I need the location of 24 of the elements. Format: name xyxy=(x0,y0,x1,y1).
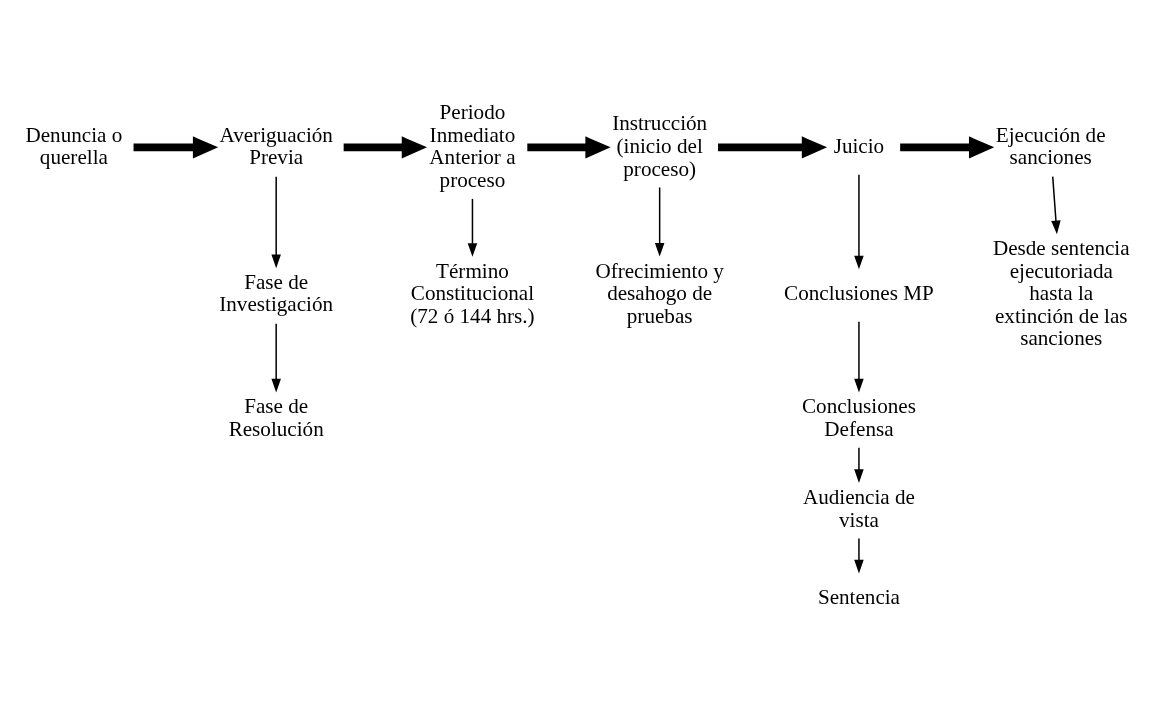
node-text: Término Constitucional (72 ó 144 hrs.) xyxy=(410,258,535,328)
node-text: Averiguación Previa xyxy=(219,122,333,170)
arrow xyxy=(271,175,281,269)
arrow xyxy=(1051,175,1061,235)
arrow xyxy=(854,173,864,270)
node-text: Ejecución de sanciones xyxy=(995,122,1106,170)
node-text: Periodo Inmediato Anterior a proceso xyxy=(429,99,516,192)
arrow xyxy=(271,322,281,393)
node-text: Fase de Investigación xyxy=(219,269,334,317)
node-text: Conclusiones Defensa xyxy=(802,394,916,442)
node-text: Instrucción (inicio del proceso) xyxy=(612,111,708,181)
node-text: Audiencia de vista xyxy=(802,484,915,532)
node-text: Conclusiones MP xyxy=(784,281,934,306)
arrow xyxy=(854,447,864,483)
node-text: Denuncia o querella xyxy=(25,122,123,170)
node-text: Desde sentencia ejecutoriada hasta la extinción de las sanciones xyxy=(992,235,1130,351)
node-text: Sentencia xyxy=(817,585,901,610)
arrow xyxy=(654,186,665,257)
node-text: Fase de Resolución xyxy=(228,394,324,442)
arrow xyxy=(467,198,478,257)
arrow xyxy=(854,321,864,393)
node-text: Juicio xyxy=(833,133,885,158)
node-text: Ofrecimiento y desahogo de pruebas xyxy=(595,258,724,328)
arrow xyxy=(854,537,864,574)
